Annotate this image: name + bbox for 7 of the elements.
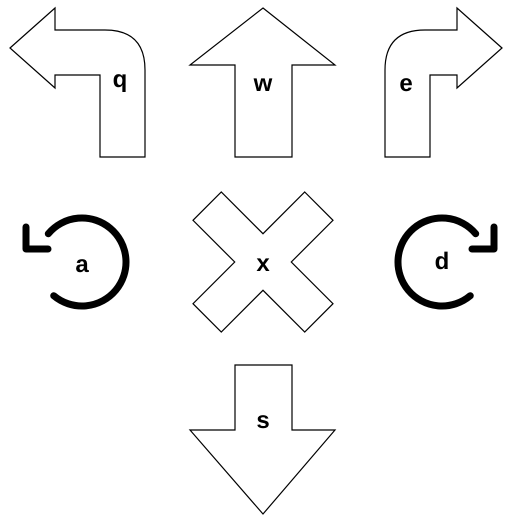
key-letter: a <box>75 253 89 277</box>
key-letter: d <box>434 250 450 274</box>
key-letter: e <box>399 72 413 96</box>
key-letter: w <box>254 72 272 96</box>
key-letter: s <box>256 409 270 433</box>
key-letter: x <box>256 252 270 276</box>
key-letter: q <box>112 68 128 92</box>
